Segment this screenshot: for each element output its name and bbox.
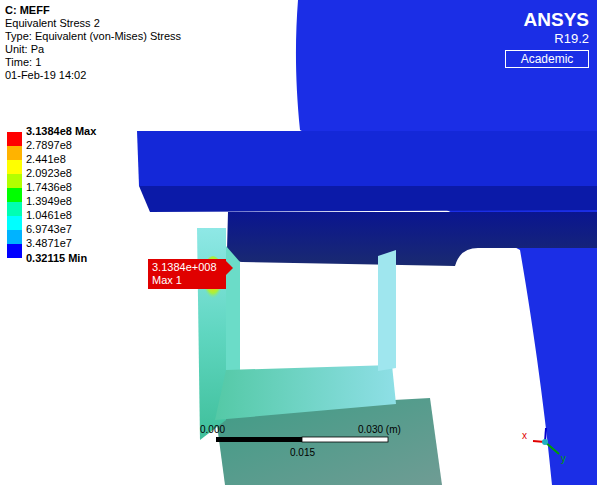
legend-swatch: [7, 202, 22, 216]
result-header: Type: Equivalent (von-Mises) Stress: [5, 30, 181, 43]
bracket-right-post: [378, 250, 396, 371]
legend-swatch: [7, 244, 22, 258]
legend-swatch: [7, 146, 22, 160]
legend-swatch: [7, 230, 22, 244]
legend-value: 6.9743e7: [26, 223, 72, 236]
result-header: Time: 1: [5, 56, 41, 69]
legend-value: 1.3949e8: [26, 195, 72, 208]
legend-swatch: [7, 132, 22, 146]
legend-value: 3.4871e7: [26, 237, 72, 250]
probe-value: 3.1384e+008 Max 1: [152, 261, 222, 287]
bracket-left-inner: [226, 246, 240, 376]
legend-value: 2.0923e8: [26, 167, 72, 180]
license-badge: Academic: [505, 50, 589, 68]
logo-panel: ANSYSR19.2Academic: [505, 8, 589, 68]
axis-label: y: [561, 452, 566, 465]
result-header: Equivalent Stress 2: [5, 17, 100, 30]
bracket-bottom-bar: [215, 365, 396, 420]
legend-swatch: [7, 160, 22, 174]
scale-bar-dark: [216, 437, 302, 442]
legend-swatch: [7, 216, 22, 230]
legend-swatch: [7, 188, 22, 202]
result-header: C: MEFF: [5, 4, 50, 17]
plate-top: [137, 131, 597, 186]
legend-value: 3.1384e8 Max: [26, 125, 96, 138]
legend-value: 2.7897e8: [26, 139, 72, 152]
legend-value: 1.0461e8: [26, 209, 72, 222]
legend-swatch: [7, 174, 22, 188]
triad-origin: [542, 439, 548, 445]
plate-front: [139, 186, 597, 212]
legend-value: 0.32115 Min: [26, 252, 87, 265]
probe-pointer: [226, 261, 233, 275]
scale-bar-light: [302, 437, 388, 442]
legend-value: 1.7436e8: [26, 181, 72, 194]
probe-callout: 3.1384e+008 Max 1: [148, 259, 226, 289]
result-header: Unit: Pa: [5, 43, 44, 56]
scale-value: 0.030 (m): [358, 423, 401, 436]
plate-lip: [227, 212, 597, 266]
scale-value: 0.000: [200, 423, 225, 436]
result-header: 01-Feb-19 14:02: [5, 69, 86, 82]
version-label: R19.2: [505, 31, 589, 47]
legend-value: 2.441e8: [26, 153, 66, 166]
brand-name: ANSYS: [505, 8, 589, 31]
axis-label: x: [522, 429, 527, 442]
scale-value: 0.015: [290, 446, 315, 459]
